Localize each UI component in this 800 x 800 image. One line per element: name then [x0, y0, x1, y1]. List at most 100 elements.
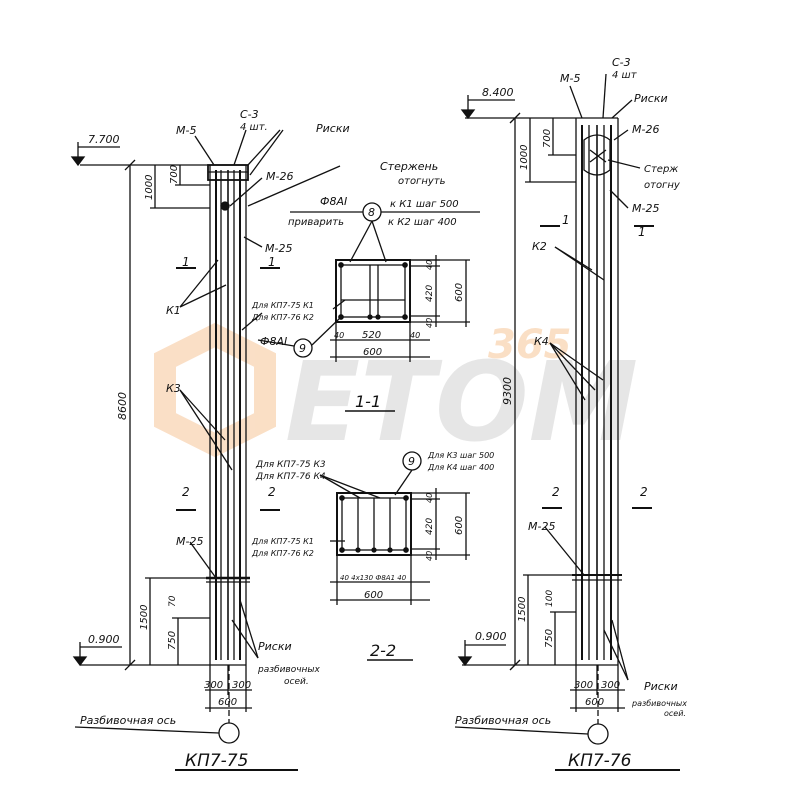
s11-phi-circle: 9: [299, 342, 306, 355]
right-m5-label: М-5: [560, 72, 580, 85]
s11-label-b: Для КП7-76 К2: [251, 313, 314, 322]
right-c3-qty: 4 шт: [612, 70, 638, 81]
right-dim-width-total: 600: [585, 697, 604, 708]
left-bent-rod-1: Стержень: [380, 160, 438, 173]
s22-label-a: Для КП7-75 К3: [255, 460, 326, 470]
right-dim-top-inner: 700: [542, 129, 553, 148]
left-elev-top: 7.700: [88, 133, 120, 146]
s22-circle: 9: [408, 455, 415, 468]
right-bent-rod-1: Стерж: [644, 164, 678, 175]
left-elev-bottom: 0.900: [88, 633, 120, 646]
right-dim-width-b: 300: [601, 680, 620, 691]
left-riski-bottom-1: Риски: [258, 640, 292, 653]
s11-dim-40-top: 40: [425, 260, 434, 270]
right-bent-rod-2: отогну: [644, 180, 681, 191]
right-riski-bottom-2: разбивочных: [631, 699, 687, 708]
right-section1-left: 1: [562, 213, 570, 227]
watermark: ETOM 365: [154, 322, 638, 466]
left-m25-bottom: М-25: [176, 535, 203, 548]
left-column-title: КП7-75: [185, 751, 248, 771]
s22-dim-40-bottom: 40: [425, 551, 434, 561]
left-riski-bottom-2: разбивочных: [257, 665, 321, 675]
left-c3-label: С-3: [240, 108, 259, 121]
section-1-1-drawing: [257, 202, 480, 412]
left-bent-rod-2: отогнуть: [398, 176, 446, 187]
left-m5-label: М-5: [176, 124, 196, 137]
right-column-drawing: [454, 73, 680, 771]
right-elev-bottom: 0.900: [475, 630, 507, 643]
left-dim-height: 8600: [116, 392, 129, 420]
left-section2-right: 2: [268, 485, 276, 499]
s22-dim-600-w: 600: [364, 590, 383, 601]
s11-dim-600-w: 600: [363, 347, 382, 358]
s22-label-b: Для КП7-76 К4: [255, 472, 326, 482]
right-dim-bottom-inner: 750: [544, 629, 555, 648]
left-riski-bottom-3: осей.: [284, 677, 309, 687]
s22-dim-40-top: 40: [425, 493, 434, 503]
left-dim-top: 1000: [144, 175, 155, 200]
s22-label-c: Для КП7-75 К1: [251, 537, 314, 546]
s22-right-b: Для К4 шаг 400: [427, 463, 494, 472]
right-axis-label: Разбивочная ось: [455, 714, 551, 727]
right-riski-label: Риски: [634, 92, 668, 105]
left-dim-width-b: 300: [232, 680, 251, 691]
s11-dim-40-bottom: 40: [425, 318, 434, 328]
left-dim-width-a: 300: [204, 680, 223, 691]
left-dim-width-total: 600: [218, 697, 237, 708]
left-axis-label: Разбивочная ось: [80, 714, 176, 727]
right-c3-label: С-3: [612, 56, 631, 69]
right-dim-top: 1000: [519, 145, 530, 170]
left-section1-right: 1: [268, 255, 276, 269]
s11-title: 1-1: [355, 392, 381, 411]
right-dim-bottom-small: 100: [545, 590, 555, 607]
section-2-2-drawing: [319, 451, 470, 661]
s11-dim-420: 420: [425, 285, 435, 302]
left-k1-label: К1: [166, 304, 181, 317]
s22-dim-bottom-row: 40 4х130 Ф8А1 40: [340, 574, 407, 582]
s22-dim-600-h: 600: [454, 516, 465, 535]
right-section2-left: 2: [552, 485, 560, 499]
left-riski-label: Риски: [316, 122, 350, 135]
left-m26-label: М-26: [266, 170, 293, 183]
right-m25-top: М-25: [632, 202, 659, 215]
left-dim-bottom-small: 70: [168, 595, 178, 607]
right-elev-top: 8.400: [482, 86, 514, 99]
right-k4-label: К4: [534, 335, 549, 348]
left-k3-label: К3: [166, 382, 181, 395]
s11-weld-circle: 8: [368, 206, 375, 219]
s11-dim-40-right: 40: [410, 331, 420, 340]
s11-weld-1: приварить: [288, 217, 344, 228]
s11-dim-520: 520: [362, 330, 381, 341]
left-dim-bottom-inner: 750: [167, 631, 178, 650]
s11-dim-40-left: 40: [334, 331, 344, 340]
right-m26-label: М-26: [632, 123, 659, 136]
right-column-title: КП7-76: [568, 751, 632, 771]
left-column-drawing: [70, 129, 341, 771]
right-m25-bottom: М-25: [528, 520, 555, 533]
left-dim-bottom: 1500: [139, 605, 150, 630]
left-m25-top: М-25: [265, 242, 292, 255]
right-dim-height: 9300: [501, 377, 514, 405]
s11-weld-3: к К2 шаг 400: [388, 217, 457, 228]
s11-phi-bottom: Ф8AI: [260, 335, 287, 348]
right-riski-bottom-3: осей.: [664, 709, 686, 718]
left-section1-left: 1: [182, 255, 190, 269]
right-riski-bottom-1: Риски: [644, 680, 678, 693]
right-dim-bottom: 1500: [517, 597, 528, 622]
right-section2-right: 2: [640, 485, 648, 499]
s11-label-a: Для КП7-75 К1: [251, 301, 314, 310]
left-c3-qty: 4 шт.: [240, 122, 268, 133]
s11-weld-2: к К1 шаг 500: [390, 199, 459, 210]
s11-phi-top: Ф8AI: [320, 195, 347, 208]
s22-dim-420: 420: [425, 518, 435, 535]
right-k2-label: К2: [532, 240, 547, 253]
left-section2-left: 2: [182, 485, 190, 499]
s22-label-d: Для КП7-76 К2: [251, 549, 314, 558]
right-section1-right: 1: [638, 225, 646, 239]
s22-title: 2-2: [370, 641, 396, 660]
s22-right-a: Для К3 шаг 500: [427, 451, 494, 460]
watermark-text: ETOM: [285, 338, 638, 466]
left-dim-top-inner: 700: [169, 165, 180, 184]
watermark-number: 365: [488, 322, 572, 368]
